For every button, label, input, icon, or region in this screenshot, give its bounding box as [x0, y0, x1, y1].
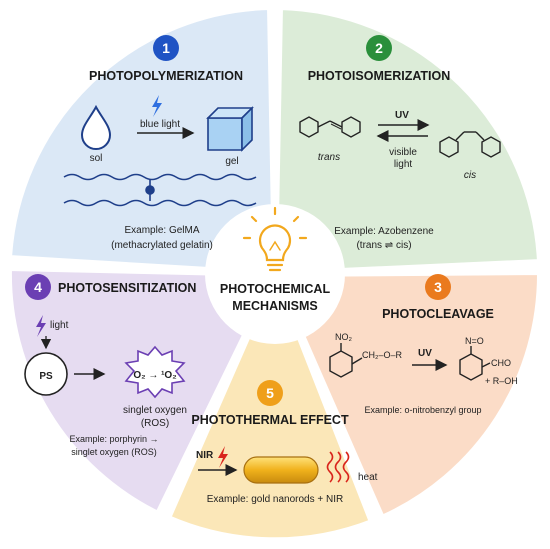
- badge-5: [257, 380, 283, 406]
- nitrobenzyl-icon: [329, 343, 363, 378]
- s2-title: PHOTOISOMERIZATION: [308, 69, 451, 83]
- lightning-icon: [36, 315, 46, 337]
- s4-singlet-1: singlet oxygen: [123, 405, 187, 416]
- center-title-line1: PHOTOCHEMICAL: [220, 282, 331, 296]
- badge-5-number: 5: [266, 385, 274, 401]
- sector-photoisomerization: [271, 3, 544, 278]
- section-5: 5 PHOTOTHERMAL EFFECT NIR heat Example: …: [191, 380, 378, 505]
- trans-azobenzene-icon: [299, 116, 361, 138]
- s1-title: PHOTOPOLYMERIZATION: [89, 69, 243, 83]
- s3-no2-label: NO₂: [335, 332, 353, 342]
- s5-example: Example: gold nanorods + NIR: [207, 494, 343, 505]
- lightning-icon: [152, 95, 162, 117]
- s1-to-label: gel: [225, 156, 238, 167]
- s2-uv-label: UV: [395, 110, 409, 121]
- s1-from-label: sol: [90, 153, 103, 164]
- droplet-icon: [80, 104, 112, 150]
- s4-example: Example: porphyrin →: [69, 434, 158, 444]
- nitrosobenzaldehyde-icon: [459, 346, 491, 381]
- heat-waves-icon: [326, 451, 350, 483]
- lightbulb-icon: [242, 206, 308, 272]
- sector-photopolymerization: [5, 3, 279, 278]
- lightning-icon: [218, 446, 228, 468]
- badge-3-number: 3: [434, 279, 442, 295]
- s4-singlet-2: (ROS): [141, 418, 169, 429]
- s3-no-label: N=O: [465, 336, 484, 346]
- gold-nanorod: [243, 456, 319, 484]
- polymer-network-icon: [63, 173, 257, 207]
- cube-icon: [206, 106, 254, 152]
- badge-3: [425, 274, 451, 300]
- badge-2: [366, 35, 392, 61]
- s2-visible-label-1: visible: [389, 147, 417, 158]
- s5-title: PHOTOTHERMAL EFFECT: [191, 413, 349, 427]
- s3-example: Example: o-nitrobenzyl group: [364, 405, 481, 415]
- s4-light-label: light: [50, 320, 69, 331]
- burst-icon: [124, 345, 186, 399]
- section-3: 3 PHOTOCLEAVAGE NO₂ CH₂–O–R UV N=O CHO +…: [329, 274, 518, 415]
- s3-roh-label: + R–OH: [485, 376, 518, 386]
- badge-1: [153, 35, 179, 61]
- s3-chain-label: CH₂–O–R: [362, 350, 403, 360]
- sector-photothermal: [164, 266, 376, 544]
- cis-azobenzene-icon: [439, 131, 501, 158]
- badge-4: [25, 274, 51, 300]
- s4-example-2: singlet oxygen (ROS): [71, 447, 157, 457]
- s4-oxygen-label: O₂ → ¹O₂: [133, 370, 176, 381]
- s4-ps-label: PS: [39, 371, 53, 382]
- s5-nir-label: NIR: [196, 450, 214, 461]
- s3-title: PHOTOCLEAVAGE: [382, 307, 494, 321]
- badge-4-number: 4: [34, 279, 42, 295]
- s3-cho-label: CHO: [491, 358, 511, 368]
- center-circle: [205, 204, 345, 344]
- ps-circle: [24, 352, 68, 396]
- badge-2-number: 2: [375, 40, 383, 56]
- section-2: 2 PHOTOISOMERIZATION trans UV visible li…: [299, 35, 501, 251]
- s3-uv-label: UV: [418, 348, 432, 359]
- sector-photocleavage: [270, 268, 544, 522]
- s4-title: PHOTOSENSITIZATION: [58, 281, 196, 295]
- s1-example: Example: GelMA: [124, 225, 199, 236]
- s1-example-2: (methacrylated gelatin): [111, 240, 213, 251]
- badge-1-number: 1: [162, 40, 170, 56]
- s2-visible-label-2: light: [394, 159, 413, 170]
- s2-example-2: (trans ⇌ cis): [356, 240, 411, 251]
- section-4: 4 PHOTOSENSITIZATION light PS O₂ → ¹O₂ s…: [24, 274, 196, 457]
- s5-heat-label: heat: [358, 472, 378, 483]
- section-1: 1 PHOTOPOLYMERIZATION sol blue light gel…: [63, 35, 257, 251]
- center-title-line2: MECHANISMS: [232, 299, 317, 313]
- s2-trans-label: trans: [318, 152, 340, 163]
- s2-cis-label: cis: [464, 170, 476, 181]
- s2-example: Example: Azobenzene: [334, 226, 434, 237]
- s1-light-label: blue light: [140, 119, 180, 130]
